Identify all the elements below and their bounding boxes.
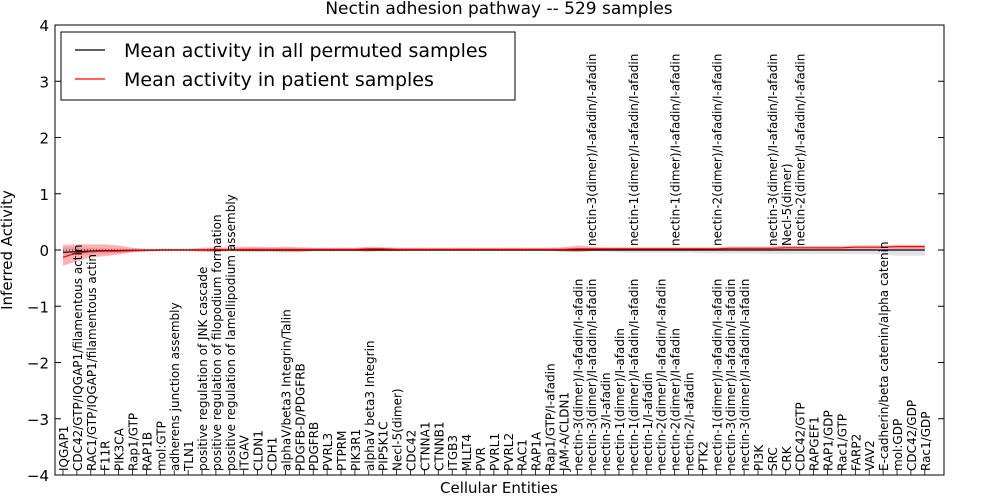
x-tick-label: nectin-3(dimer)/I-afadin/I-afadin [571,279,585,471]
x-tick-label: PVRL1 [488,433,502,471]
x-tick-label: CTNNA1 [418,421,432,471]
y-tick-label: −2 [27,355,49,373]
x-tick-label: nectin-1(dimer)/I-afadin/I-afadin [627,279,641,471]
x-tick-label: ITGB3 [446,435,460,471]
x-tick-label: nectin-1/I-afadin [641,372,655,471]
x-tick-label-upper: nectin-3(dimer)/I-afadin/I-afadin [766,54,780,246]
x-tick-label: nectin-2/I-afadin [683,372,697,471]
x-tick-label: positive regulation of filopodium format… [210,214,224,471]
x-tick-label: CDH1 [266,437,280,471]
x-tick-label: F11R [99,440,113,471]
line-series-1 [62,246,925,258]
y-tick-label: 0 [39,242,49,260]
x-tick-label: nectin-2(dimer)/I-afadin [669,328,683,471]
y-axis-label: Inferred Activity [0,190,16,310]
x-tick-label: MLLT4 [460,434,474,471]
x-tick-label: PDGFB-D/PDGFRB [293,363,307,471]
x-tick-label: CDC42/GTP/IQGAP1/filamentous actin [71,245,85,471]
x-tick-label: PDGFRB [307,422,321,471]
x-tick-label: RAPGEF1 [808,416,822,471]
x-axis-label: Cellular Entities [440,479,558,497]
x-tick-label: alphaV beta3 Integrin [363,340,377,471]
x-tick-label: PI3K [752,444,766,471]
y-tick-label: 3 [39,73,49,91]
legend: Mean activity in all permuted samples Me… [60,31,516,101]
x-tick-label: RAC1 [516,439,530,471]
x-tick-label-upper: nectin-2(dimer)/I-afadin/I-afadin [794,54,808,246]
x-tick-label: PIK3R1 [349,429,363,471]
x-tick-label: CDC42/GDP [905,400,919,471]
chart-title: Nectin adhesion pathway -- 529 samples [325,0,672,19]
x-tick-label-upper: nectin-1(dimer)/I-afadin/I-afadin [627,54,641,246]
x-tick-label: PVRL3 [321,433,335,471]
y-tick-label: 2 [39,130,49,148]
x-tick-label: alphaV/beta3 Integrin/Talin [279,309,293,471]
x-tick-label: RAP1/GDP [822,410,836,471]
legend-box [60,31,516,101]
x-tick-label: PIK3CA [113,427,127,471]
x-tick-label: Rap1/GTP/I-afadin [544,363,558,471]
x-tick-label: positive regulation of lamellipodium ass… [224,194,238,471]
x-tick-label: FARP2 [849,434,863,471]
x-tick-label-upper: nectin-1(dimer)/I-afadin/I-afadin [669,54,683,246]
x-tick-label: PTK2 [696,441,710,471]
x-tick-label: JAM-A/CLDN1 [557,392,571,472]
x-tick-label: RAC1/GTP/IQGAP1/filamentous actin [85,254,99,471]
legend-label-patient: Mean activity in patient samples [124,69,434,91]
y-tick-label: −3 [27,411,49,429]
x-tick-label: CDC42/GTP [794,402,808,471]
series-lines [62,246,925,258]
x-tick-label: nectin-3(dimer)/I-afadin/I-afadin [585,279,599,471]
x-tick-label: mol:GDP [891,419,905,471]
x-tick-label: Rac1/GTP [835,414,849,471]
y-axis-ticks: 4 3 2 1 0 −1 −2 −3 −4 [27,17,944,485]
x-tick-label: CLDN1 [252,430,266,471]
x-tick-label: Rap1/GTP [127,413,141,471]
x-tick-label: CDC42 [405,430,419,471]
x-tick-label: CTNNB1 [432,421,446,471]
x-tick-label: RAP1B [140,432,154,471]
x-tick-label-upper: nectin-2(dimer)/I-afadin/I-afadin [710,54,724,246]
y-tick-label: −1 [27,298,49,316]
legend-label-permuted: Mean activity in all permuted samples [124,40,487,62]
x-tick-label-upper: nectin-3(dimer)/I-afadin/I-afadin [585,54,599,246]
x-tick-label: TLN1 [182,440,196,472]
x-tick-label: PVR [474,447,488,471]
x-tick-label: adherens junction assembly [168,302,182,471]
x-tick-label: IQGAP1 [57,426,71,471]
x-tick-label: nectin-3(dimer)/I-afadin/I-afadin [724,279,738,471]
x-tick-label: RAP1A [530,431,544,471]
x-tick-label: nectin-3(dimer)/I-afadin/I-afadin [738,279,752,471]
x-tick-label: positive regulation of JNK cascade [196,267,210,471]
x-tick-label-upper: Necl-5(dimer) [780,163,794,246]
x-tick-label: Necl-5(dimer) [391,388,405,471]
x-tick-label: ITGAV [238,434,252,471]
x-tick-label: nectin-1(dimer)/I-afadin/I-afadin [710,279,724,471]
x-tick-label: nectin-1(dimer)/I-afadin [613,328,627,471]
y-tick-label: 4 [39,17,49,35]
x-tick-label: VAV2 [863,440,877,471]
y-tick-label: 1 [39,186,49,204]
x-tick-label: PTPRM [335,431,349,472]
x-tick-label: CRK [780,445,794,471]
x-tick-label: Rac1/GDP [919,412,933,471]
x-tick-label: nectin-3/I-afadin [599,372,613,471]
x-tick-label: E-cadherin/beta catenin/alpha catenin [877,241,891,471]
x-tick-label: PIP5K1C [377,421,391,471]
x-tick-label: mol:GTP [154,421,168,471]
x-tick-label: PVRL2 [502,433,516,471]
y-tick-label: −4 [27,467,49,485]
x-tick-label: nectin-2(dimer)/I-afadin/I-afadin [655,279,669,471]
x-tick-label: SRC [766,447,780,471]
